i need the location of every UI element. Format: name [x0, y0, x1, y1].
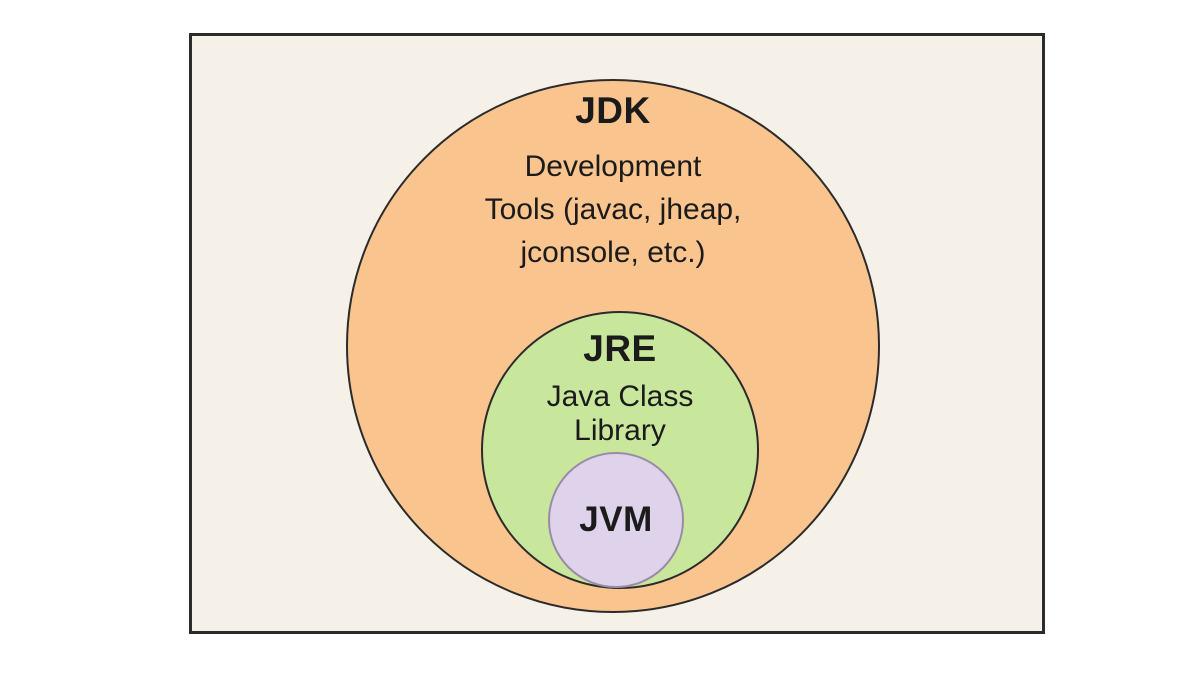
jdk-label: JDK: [575, 90, 651, 131]
jdk-description-line-3: jconsole, etc.): [520, 236, 706, 269]
jdk-description: Development Tools (javac, jheap, jconsol…: [485, 145, 742, 274]
jvm-label: JVM: [579, 500, 653, 539]
jre-description-line-2: Library: [574, 414, 666, 447]
jre-circle: JRE Java Class Library JVM: [481, 311, 759, 589]
jre-label: JRE: [583, 328, 657, 369]
diagram-frame: JDK Development Tools (javac, jheap, jco…: [189, 33, 1045, 634]
jre-description-line-1: Java Class: [546, 380, 694, 413]
jvm-circle: JVM: [548, 452, 684, 588]
jdk-description-line-1: Development: [524, 150, 702, 183]
jre-description: Java Class Library: [547, 380, 694, 448]
jdk-description-line-2: Tools (javac, jheap,: [484, 193, 742, 226]
jdk-circle: JDK Development Tools (javac, jheap, jco…: [346, 79, 880, 613]
